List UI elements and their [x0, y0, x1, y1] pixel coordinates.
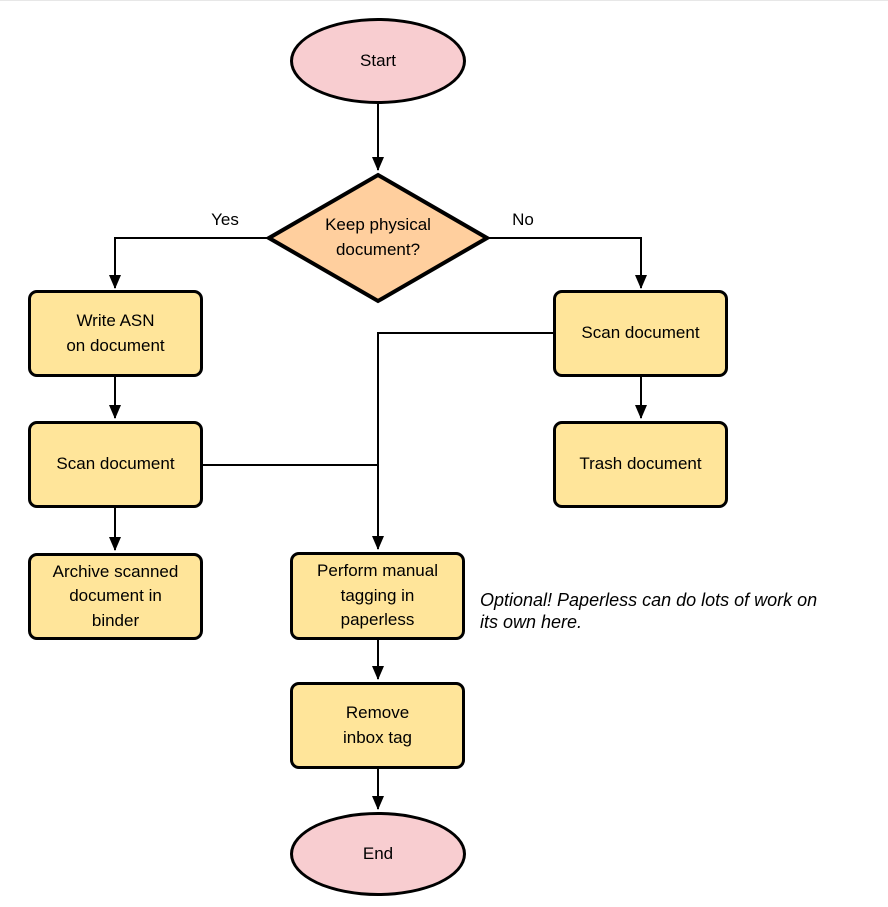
- decision-node-label: Keep physical document?: [325, 215, 431, 259]
- write-asn-node: Write ASN on document: [28, 290, 203, 377]
- manual-tagging-node: Perform manual tagging in paperless: [290, 552, 465, 640]
- archive-document-node: Archive scanned document in binder: [28, 553, 203, 640]
- remove-inbox-tag-node: Remove inbox tag: [290, 682, 465, 769]
- optional-note: Optional! Paperless can do lots of work …: [480, 590, 818, 632]
- decision-diamond-shape: [266, 172, 490, 304]
- no-edge-label: No: [512, 210, 534, 229]
- end-node: End: [290, 812, 466, 896]
- yes-edge-label: Yes: [211, 210, 239, 229]
- edge-decision-no-to-scan-right: [489, 237, 647, 289]
- bottom-divider: [0, 0, 888, 1]
- scan-document-right-node: Scan document: [553, 290, 728, 377]
- trash-document-node: Trash document: [553, 421, 728, 508]
- decision-node: Keep physical document?: [266, 172, 490, 304]
- scan-document-left-node: Scan document: [28, 421, 203, 508]
- start-node: Start: [290, 18, 466, 104]
- edge-scan-right-to-tagging: [372, 332, 553, 550]
- edge-decision-yes-to-write-asn: [109, 237, 267, 289]
